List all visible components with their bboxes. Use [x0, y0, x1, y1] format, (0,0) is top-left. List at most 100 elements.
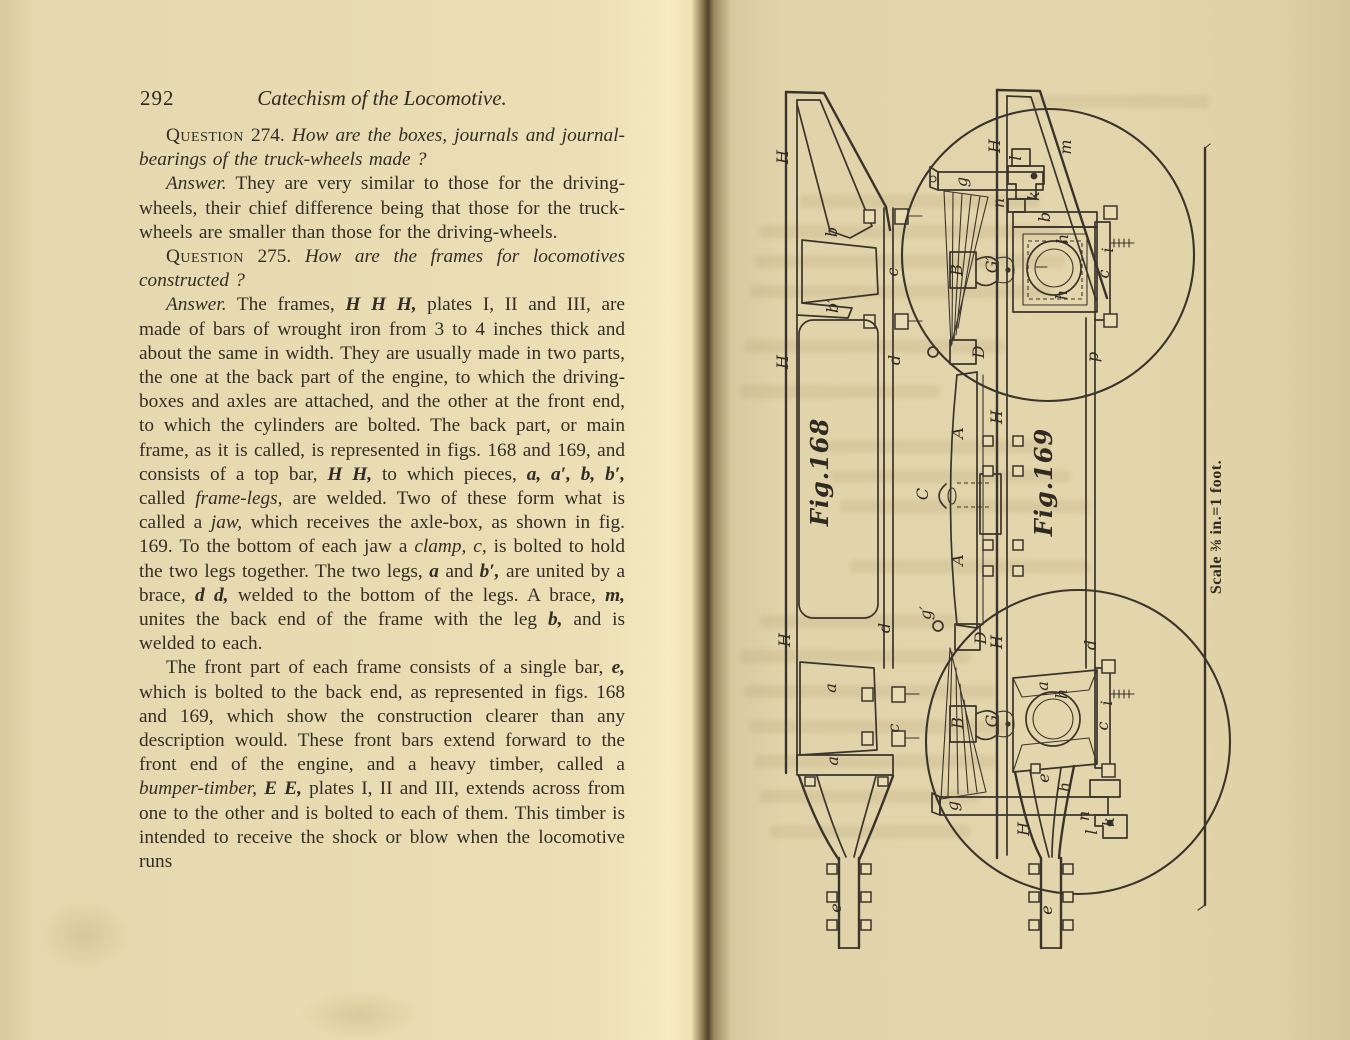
text-run: 274.	[243, 125, 292, 146]
truck-wheel-circle	[924, 588, 1232, 896]
text-run: is bolted to hold the two legs together.…	[139, 536, 625, 582]
figure-label-Fig.168: Fig.168	[805, 418, 834, 527]
figure-label-e: e	[1034, 773, 1053, 782]
figure-label-H: H	[985, 138, 1004, 154]
figure-label-b′: b′	[823, 299, 842, 313]
text-run: E E,	[264, 778, 302, 800]
text-run: d d,	[194, 584, 229, 606]
scale-rule	[1197, 143, 1211, 911]
text-run: Answer.	[166, 294, 227, 316]
figure-label-B: B	[947, 264, 966, 277]
text-run: are welded. Two of these form what is ca…	[139, 488, 625, 534]
text-run: 275.	[243, 246, 305, 268]
figure-label-n: n	[989, 198, 1008, 208]
foxing-spot	[300, 990, 420, 1040]
show-through-text	[755, 755, 995, 768]
truck-wheel-circle	[900, 107, 1196, 403]
figure-label-c: c	[1094, 269, 1113, 278]
figure-label-D: D	[971, 631, 990, 645]
figure-label-G′: G′	[982, 256, 1001, 273]
text-run: bumper-timber,	[139, 778, 257, 800]
text-run: to which pieces,	[372, 463, 527, 485]
figure-label-A: A	[948, 554, 967, 568]
text-run: m,	[605, 584, 625, 606]
text-run: How are the boxes, journals and journal-…	[139, 125, 625, 171]
page-header: 292 Catechism of the Locomotive.	[140, 86, 624, 114]
figure-label-a: a	[821, 683, 840, 693]
figure-label-H: H	[773, 354, 792, 370]
text-run: plates I, II and III, are made of bars o…	[139, 294, 625, 485]
figure-label-b: b	[822, 227, 841, 237]
figure-label-p: p	[1083, 352, 1102, 362]
figure-label-c: c	[883, 267, 902, 276]
figure-label-B: B	[948, 717, 967, 730]
figure-label-m: m	[1056, 139, 1075, 154]
figure-label-c: c	[1093, 721, 1112, 730]
show-through-text	[760, 225, 1060, 238]
figure-label-n: n	[1074, 811, 1093, 821]
figure-label-G: G	[982, 714, 1001, 727]
text-run: The frames,	[226, 294, 346, 316]
show-through-text	[850, 560, 1090, 573]
text-run: Answer.	[166, 173, 227, 195]
text-run: clamp, c,	[414, 536, 487, 558]
figure-label-h: h	[1052, 689, 1071, 699]
text-block: Question 274. How are the boxes, journal…	[139, 124, 625, 874]
question-274: Question 274. How are the boxes, journal…	[139, 124, 625, 172]
text-run: which receives the axle-box, as shown in…	[139, 512, 625, 558]
page-number: 292	[140, 86, 175, 110]
fig169-drawing	[900, 88, 1232, 950]
answer-275: Answer. The frames, H H H, plates I, II …	[139, 293, 625, 656]
figure-label-k: k	[1024, 191, 1043, 201]
text-run: and is welded to each.	[139, 609, 626, 655]
text-run: H H,	[327, 463, 373, 485]
figure-label-g′: g′	[916, 606, 935, 620]
text-run: unites the back end of the frame with th…	[139, 609, 548, 631]
figure-label-g: g	[943, 801, 962, 811]
text-run: welded to the bottom of the legs. A brac…	[228, 584, 606, 606]
figure-label-D: D	[969, 345, 988, 359]
figure-label-H: H	[773, 149, 792, 165]
answer-274: Answer. They are very similar to those f…	[139, 172, 625, 245]
figure-label-A: A	[948, 427, 967, 441]
text-run: a, a′, b, b′,	[526, 463, 626, 485]
figure-label-H: H	[775, 632, 794, 648]
figure-label-d: d	[885, 355, 904, 365]
figure-label-a′: a′	[823, 752, 842, 766]
figure-label-g: g	[952, 177, 971, 187]
figure-label-l: l	[1082, 829, 1101, 834]
figure-label-Scale ⅜ in.=1 foot.: Scale ⅜ in.=1 foot.	[1208, 460, 1225, 594]
figure-label-e: e	[1037, 905, 1056, 914]
text-run: Question	[166, 125, 244, 146]
figure-label-h: h	[1055, 782, 1074, 792]
figure-label-i: i	[1098, 247, 1117, 252]
show-through-text	[1030, 95, 1210, 108]
figure-label-e: e	[826, 903, 845, 912]
figure-label-a: a	[1033, 681, 1052, 691]
text-run: b,	[548, 609, 563, 631]
text-run: are united by a brace,	[139, 560, 626, 606]
figure-label-c: c	[884, 723, 903, 732]
question-275: Question 275. How are the frames for loc…	[139, 245, 625, 293]
figure-label-d: d	[875, 623, 894, 633]
show-through-text	[740, 385, 940, 398]
text-run: and	[438, 560, 480, 582]
text-run: How are the frames for locomotives const…	[139, 246, 625, 292]
text-run: plates I, II and III, extends across fro…	[139, 778, 625, 873]
foxing-spot	[40, 900, 130, 970]
figure-label-d: d	[1081, 640, 1100, 650]
text-run: b′,	[479, 560, 500, 582]
figure-label-h: h	[1052, 290, 1071, 300]
text-run: They are very similar to those for the d…	[139, 173, 625, 243]
figure-label-H: H	[1014, 821, 1033, 837]
figure-label-b: b	[1035, 212, 1054, 222]
text-run: e,	[611, 657, 625, 679]
front-frame-paragraph: The front part of each frame consists of…	[139, 656, 625, 874]
figure-label-H: H	[987, 409, 1006, 425]
text-run: a	[429, 560, 439, 582]
show-through-text	[755, 255, 1065, 268]
left-page: 292 Catechism of the Locomotive. Questio…	[40, 86, 625, 1040]
figure-label-C: C	[913, 488, 932, 500]
text-run: called	[139, 488, 196, 510]
